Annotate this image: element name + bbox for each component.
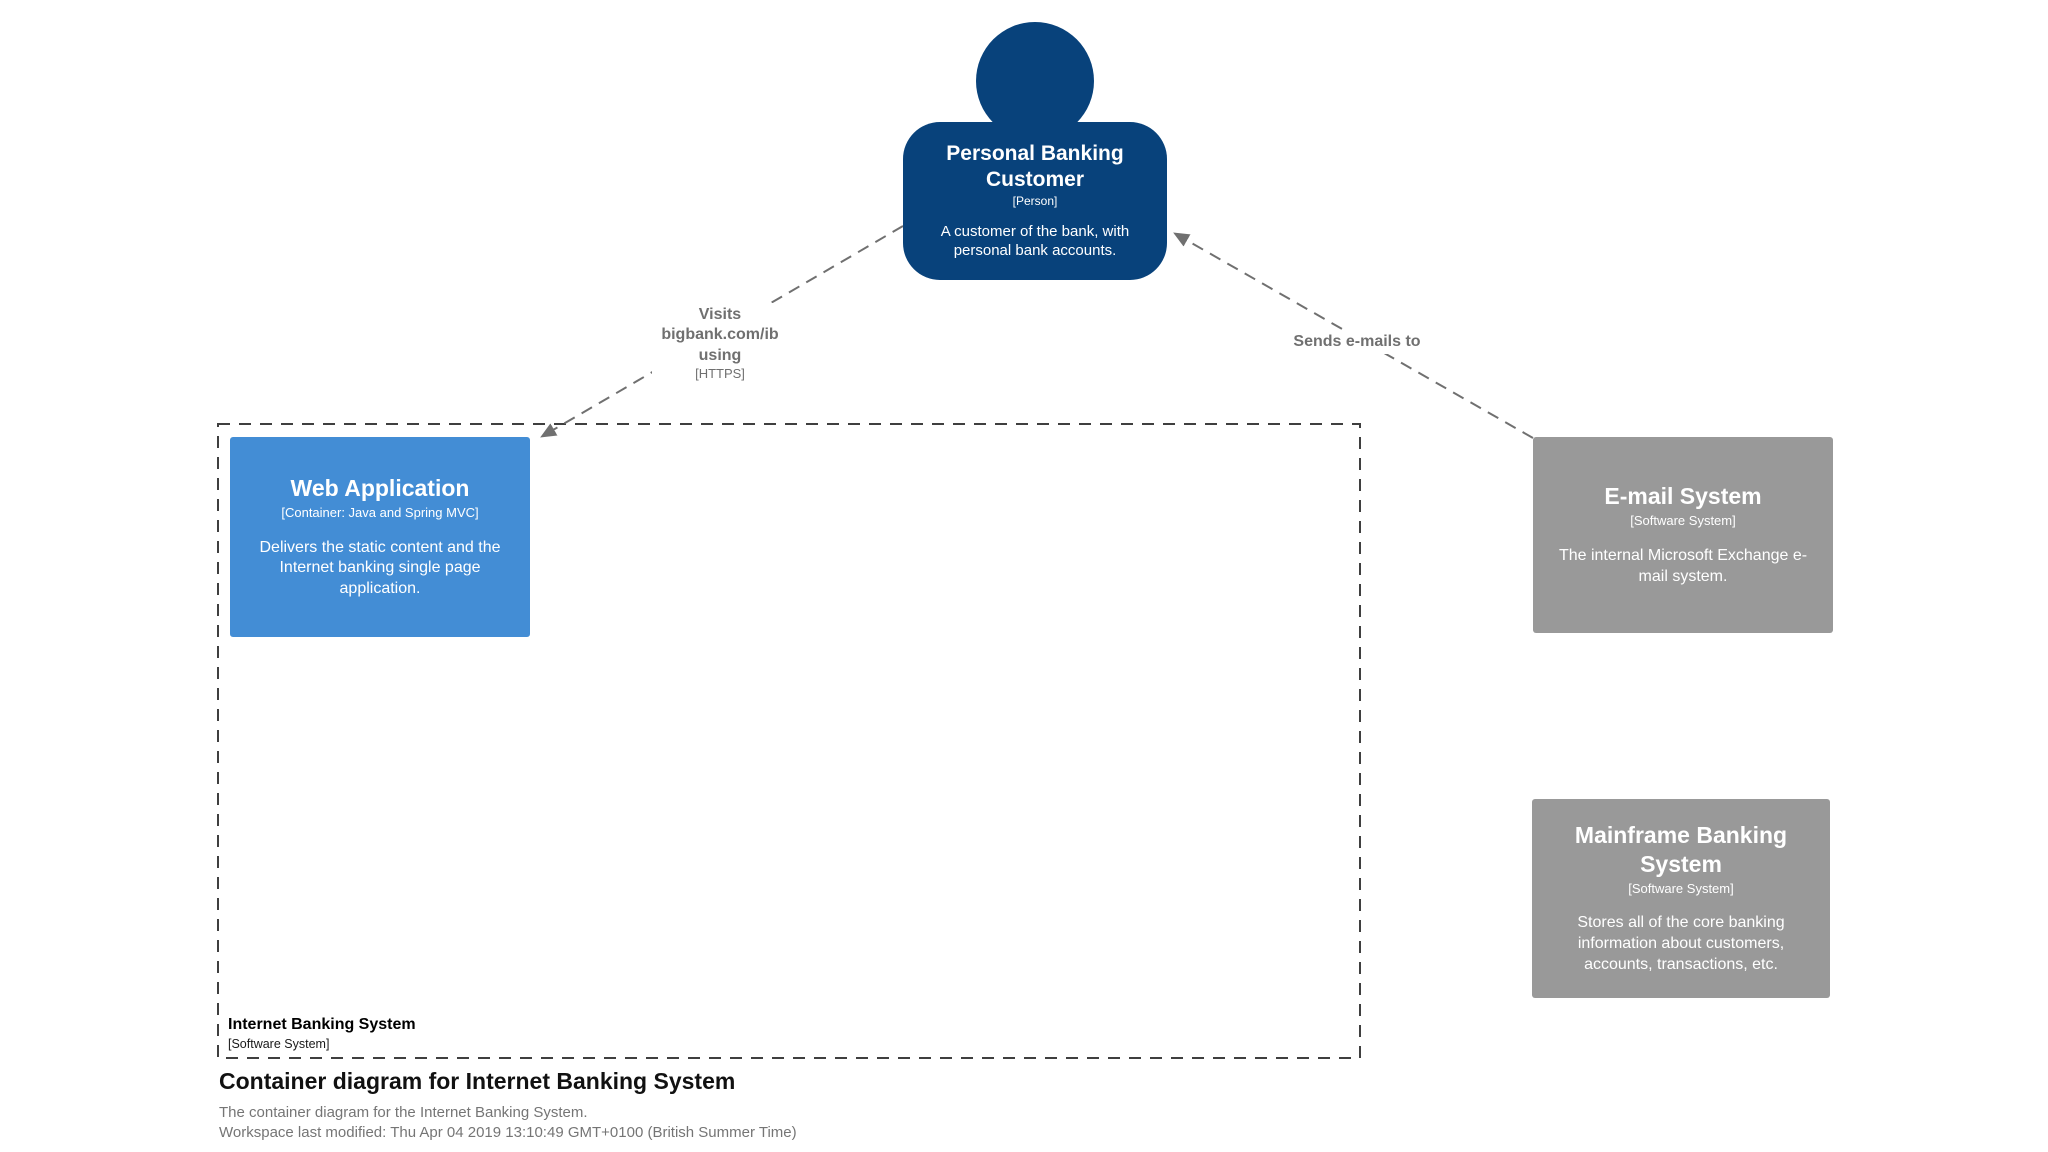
element-description: Stores all of the core banking informati…: [1577, 914, 1785, 973]
diagram-description-and-modified: The container diagram for the Internet B…: [219, 1103, 797, 1144]
element-description: The internal Microsoft Exchange e-mail s…: [1558, 547, 1808, 585]
relationship-visits-label[interactable]: Visits bigbank.com/ib using [HTTPS]: [652, 303, 788, 385]
element-metadata: [Container: Java and Spring MVC]: [281, 505, 479, 521]
element-email-system[interactable]: E-mail System [Software System] The inte…: [1533, 437, 1833, 633]
element-description: A customer of the bank, with personal ba…: [940, 222, 1130, 260]
diagram-workspace-modified: Workspace last modified: Thu Apr 04 2019…: [219, 1124, 797, 1142]
element-personal-banking-customer[interactable]: Personal Banking Customer [Person] A cus…: [903, 122, 1167, 280]
boundary-metadata: [Software System]: [228, 1037, 330, 1052]
element-description: Delivers the static content and the Inte…: [259, 538, 501, 598]
element-name: Personal Banking Customer: [946, 142, 1124, 191]
element-metadata: [Software System]: [1630, 513, 1736, 529]
diagram-description: The container diagram for the Internet B…: [219, 1103, 588, 1121]
relationship-technology: [HTTPS]: [695, 366, 745, 382]
element-metadata: [Person]: [1012, 194, 1058, 209]
diagram-title: Container diagram for Internet Banking S…: [219, 1068, 736, 1094]
element-web-application[interactable]: Web Application [Container: Java and Spr…: [230, 437, 530, 637]
relationship-text: Sends e-mails to: [1293, 333, 1421, 350]
relationship-text: Visits bigbank.com/ib using: [661, 306, 779, 364]
element-metadata: [Software System]: [1628, 880, 1734, 896]
internet-banking-system-boundary: [217, 423, 1361, 1059]
element-name: Web Application: [290, 474, 470, 501]
relationship-sends-emails-label[interactable]: Sends e-mails to: [1281, 330, 1433, 355]
person-head-icon: [976, 22, 1094, 140]
element-name: E-mail System: [1604, 483, 1762, 510]
element-mainframe-banking-system[interactable]: Mainframe Banking System [Software Syste…: [1532, 799, 1830, 998]
boundary-name: Internet Banking System: [228, 1016, 416, 1033]
element-name: Mainframe Banking System: [1574, 822, 1788, 877]
boundary-label: Internet Banking System [Software System…: [228, 1015, 416, 1052]
diagram-title-block: Container diagram for Internet Banking S…: [219, 1068, 797, 1144]
